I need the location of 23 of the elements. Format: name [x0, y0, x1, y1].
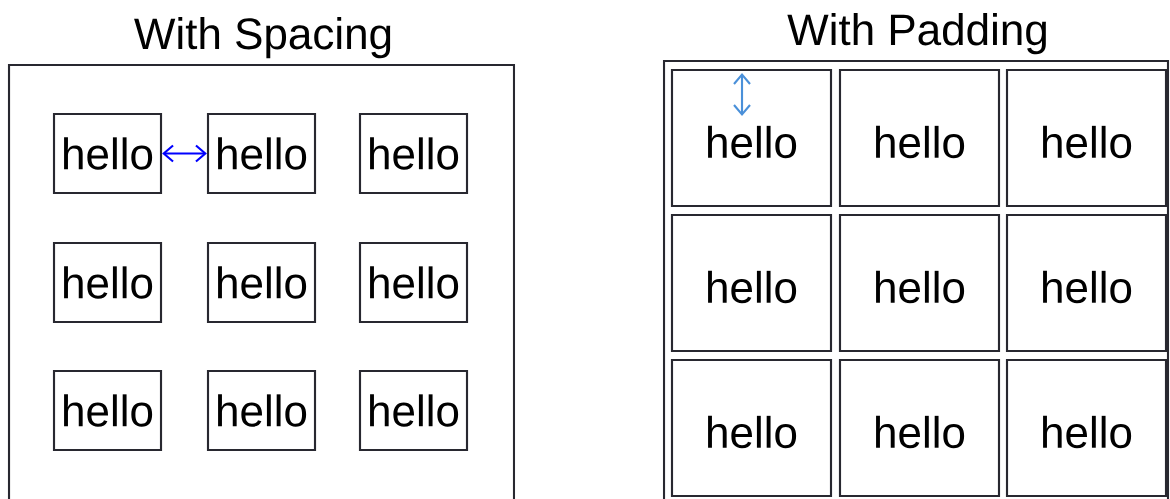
panel-title: With Spacing	[134, 17, 391, 59]
text-box: hello	[206, 369, 317, 452]
panel	[662, 59, 1170, 499]
text-box: hello	[358, 369, 469, 452]
text-box: hello	[52, 112, 163, 195]
text-box: hello	[52, 369, 163, 452]
panel-title: With Padding	[787, 13, 1046, 55]
text-box: hello	[670, 213, 833, 353]
text-box: hello	[206, 241, 317, 324]
text-box: hello	[206, 112, 317, 195]
text-box: hello	[1005, 358, 1168, 498]
panel	[7, 63, 516, 499]
text-box: hello	[52, 241, 163, 324]
text-box: hello	[838, 358, 1001, 498]
text-box: hello	[838, 68, 1001, 208]
text-box: hello	[670, 68, 833, 208]
text-box: hello	[1005, 213, 1168, 353]
text-box: hello	[670, 358, 833, 498]
text-box: hello	[358, 112, 469, 195]
text-box: hello	[838, 213, 1001, 353]
text-box: hello	[358, 241, 469, 324]
double-arrow	[162, 144, 207, 163]
text-box: hello	[1005, 68, 1168, 208]
